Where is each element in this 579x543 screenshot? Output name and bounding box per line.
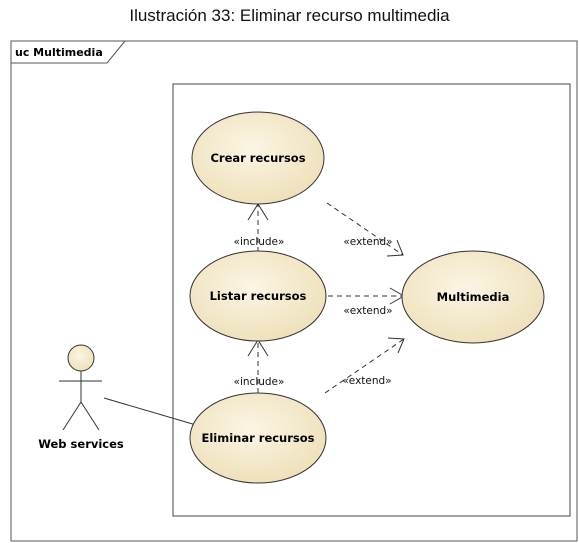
extend-eliminar-multimedia: «extend»: [324, 337, 405, 394]
figure-caption: Ilustración 33: Eliminar recurso multime…: [129, 6, 450, 25]
extend-label: «extend»: [342, 375, 391, 387]
extend-crear-multimedia: «extend»: [326, 202, 404, 257]
actor-label: Web services: [38, 437, 124, 451]
use-case-listar-recursos[interactable]: Listar recursos: [189, 250, 327, 342]
actor-head: [67, 344, 95, 372]
include-label: «include»: [234, 376, 285, 388]
use-case-label: Eliminar recursos: [201, 431, 314, 445]
include-label: «include»: [234, 236, 285, 248]
actor-web-services[interactable]: Web services: [38, 344, 124, 451]
use-case-multimedia[interactable]: Multimedia: [401, 250, 545, 344]
extend-label: «extend»: [343, 236, 392, 248]
association-line: [103, 397, 197, 426]
use-case-eliminar-recursos[interactable]: Eliminar recursos: [189, 392, 327, 484]
extend-label: «extend»: [343, 305, 392, 317]
diagram-frame: uc Multimedia: [10, 40, 578, 542]
frame-label: uc Multimedia: [15, 46, 103, 59]
use-case-label: Crear recursos: [210, 151, 305, 165]
use-case-label: Listar recursos: [210, 289, 307, 303]
use-case-crear-recursos[interactable]: Crear recursos: [191, 111, 325, 205]
use-case-label: Multimedia: [437, 290, 510, 304]
